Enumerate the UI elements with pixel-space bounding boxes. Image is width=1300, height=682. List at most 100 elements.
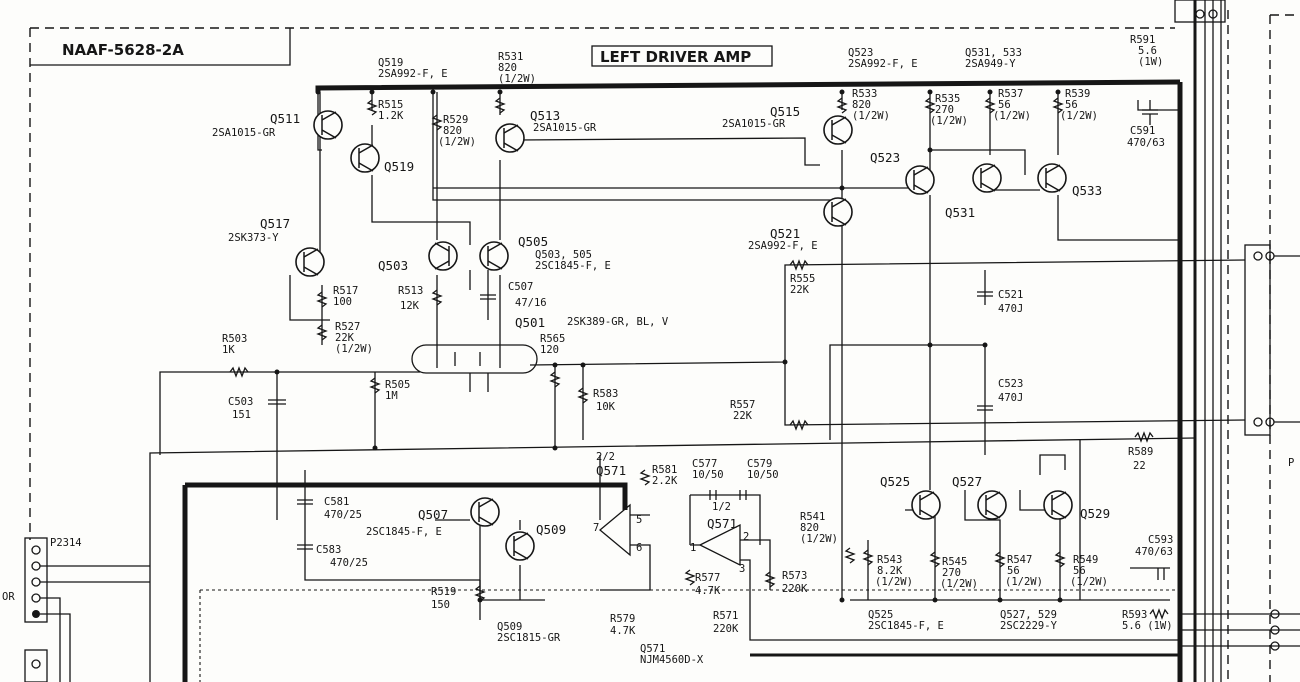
- q519-part: 2SA992-F, E: [378, 68, 448, 80]
- r533-watt: (1/2W): [852, 110, 890, 122]
- r581-ref: R581: [652, 464, 677, 476]
- power-rails: [182, 0, 1222, 682]
- r537-ref: R537: [998, 88, 1023, 100]
- q571-sec-a: 2/2: [596, 451, 615, 463]
- q527-label: Q527: [952, 474, 982, 489]
- opamp-pin-7: 7: [593, 522, 599, 534]
- c521-ref: C521: [998, 289, 1023, 301]
- capacitor-symbols: [268, 100, 1180, 580]
- q509-label: Q509: [536, 522, 566, 537]
- r527-ref: R527: [335, 321, 360, 333]
- q571-label-a: Q571: [596, 463, 626, 478]
- r577-ref: R577: [695, 572, 720, 584]
- q525-hdr: Q525: [868, 609, 893, 621]
- resistor-symbols: [229, 97, 1169, 620]
- r505-ref: R505: [385, 379, 410, 391]
- r555-val: 22K: [790, 284, 810, 296]
- r549-ref: R549: [1073, 554, 1098, 566]
- junction-dots: [274, 89, 1063, 603]
- q531-label: Q531: [945, 205, 975, 220]
- q531-hdr: Q531, 533: [965, 47, 1022, 59]
- connector-p2314-label: P2314: [50, 537, 82, 549]
- q511-part: 2SA1015-GR: [212, 127, 276, 139]
- q521-label: Q521: [770, 226, 800, 241]
- r519-ref: R519: [431, 586, 456, 598]
- r513-ref: R513: [398, 285, 423, 297]
- c593-val: 470/63: [1135, 546, 1173, 558]
- r543-val: 8.2K: [877, 565, 903, 577]
- q519-hdr: Q519: [378, 57, 403, 69]
- r515-val: 1.2K: [378, 110, 404, 122]
- c579-ref: C579: [747, 458, 772, 470]
- q501-part: 2SK389-GR, BL, V: [567, 316, 669, 328]
- q505-label: Q505: [518, 234, 548, 249]
- c503-ref: C503: [228, 396, 253, 408]
- r503-ref: R503: [222, 333, 247, 345]
- c521-val: 470J: [998, 303, 1023, 315]
- r571-ref: R571: [713, 610, 738, 622]
- r549-val: 56: [1073, 565, 1086, 577]
- r519-val: 150: [431, 599, 450, 611]
- c507-ref: C507: [508, 281, 533, 293]
- c583-ref: C583: [316, 544, 341, 556]
- c591-val: 470/63: [1127, 137, 1165, 149]
- r535-ref: R535: [935, 93, 960, 105]
- q501-label: Q501: [515, 315, 545, 330]
- q503-part: 2SC1845-F, E: [535, 260, 611, 272]
- r573-ref: R573: [782, 570, 807, 582]
- q571-part: NJM4560D-X: [640, 654, 704, 666]
- q531-part: 2SA949-Y: [965, 58, 1016, 70]
- r541-watt: (1/2W): [800, 533, 838, 545]
- r549-watt: (1/2W): [1070, 576, 1108, 588]
- r589-val: 22: [1133, 460, 1146, 472]
- q517-part: 2SK373-Y: [228, 232, 279, 244]
- opamp-pin-5: 5: [636, 514, 642, 526]
- transistor-symbols: [295, 110, 1073, 561]
- q571-label-b: Q571: [707, 516, 737, 531]
- section-title-box: LEFT DRIVER AMP: [591, 45, 773, 67]
- q513-label: Q513: [530, 108, 560, 123]
- r517-ref: R517: [333, 285, 358, 297]
- c523-val: 470J: [998, 392, 1023, 404]
- c577-ref: C577: [692, 458, 717, 470]
- r579-val: 4.7K: [610, 625, 636, 637]
- r539-val: 56: [1065, 99, 1078, 111]
- section-title: LEFT DRIVER AMP: [600, 48, 751, 66]
- q521-part: 2SA992-F, E: [748, 240, 818, 252]
- right-connector: [1174, 0, 1300, 651]
- q519-label: Q519: [384, 159, 414, 174]
- r583-val: 10K: [596, 401, 616, 413]
- r581-val: 2.2K: [652, 475, 678, 487]
- r555-ref: R555: [790, 273, 815, 285]
- r535-watt: (1/2W): [930, 115, 968, 127]
- c593-ref: C593: [1148, 534, 1173, 546]
- wiring: [149, 92, 1246, 682]
- r503-val: 1K: [222, 344, 235, 356]
- connector-p2314: [24, 537, 150, 682]
- r573-val: 220K: [782, 583, 808, 595]
- q533-label: Q533: [1072, 183, 1102, 198]
- q509-hdr: Q509: [497, 621, 522, 633]
- r591-val: 5.6: [1138, 45, 1157, 57]
- r513-val: 12K: [400, 300, 420, 312]
- r565-ref: R565: [540, 333, 565, 345]
- q523-hdr: Q523: [848, 47, 873, 59]
- r547-ref: R547: [1007, 554, 1032, 566]
- board-id: NAAF-5628-2A: [62, 41, 184, 59]
- r531-ref: R531: [498, 51, 523, 63]
- c591-ref: C591: [1130, 125, 1155, 137]
- r547-watt: (1/2W): [1005, 576, 1043, 588]
- q525-label: Q525: [880, 474, 910, 489]
- q515-part: 2SA1015-GR: [722, 118, 786, 130]
- r543-watt: (1/2W): [875, 576, 913, 588]
- q517-label: Q517: [260, 216, 290, 231]
- q509-part: 2SC1815-GR: [497, 632, 561, 644]
- r527-val: 22K: [335, 332, 355, 344]
- q503-hdr: Q503, 505: [535, 249, 592, 261]
- q511-label: Q511: [270, 111, 300, 126]
- edge-label-left: OR: [2, 591, 15, 603]
- edge-label-right: P: [1288, 457, 1294, 469]
- r579-ref: R579: [610, 613, 635, 625]
- r583-ref: R583: [593, 388, 618, 400]
